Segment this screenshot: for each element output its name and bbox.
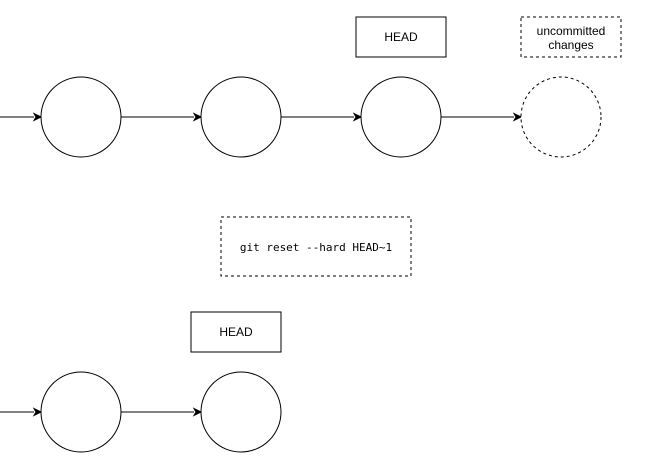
arrowhead [352,112,363,122]
head-label-text: HEAD [219,325,253,339]
arrowhead [512,112,523,122]
commit-node-head [360,76,442,158]
uncommitted-label-line1: uncommitted [537,24,606,38]
command-box: git reset --hard HEAD~1 [220,216,412,277]
commit-node-1 [40,371,122,453]
bottom-head-label: HEAD [190,311,282,353]
command-box-border [220,216,412,277]
head-label-text: HEAD [384,30,418,44]
top-head-label: HEAD [355,16,447,58]
uncommitted-changes-label: uncommitted changes [520,16,622,58]
uncommitted-label-line2: changes [548,38,593,52]
bottom-commit-chain [0,371,282,453]
commit-node-2 [200,76,282,158]
commit-node-1 [40,76,122,158]
commit-node-head [200,371,282,453]
arrowhead [32,112,43,122]
head-box [355,16,447,58]
uncommitted-node [520,76,602,158]
top-commit-chain [0,76,602,158]
head-box [190,311,282,353]
uncommitted-box [520,16,622,58]
arrowhead [32,407,43,417]
arrowhead [192,112,203,122]
arrowhead [192,407,203,417]
command-text: git reset --hard HEAD~1 [240,241,392,254]
